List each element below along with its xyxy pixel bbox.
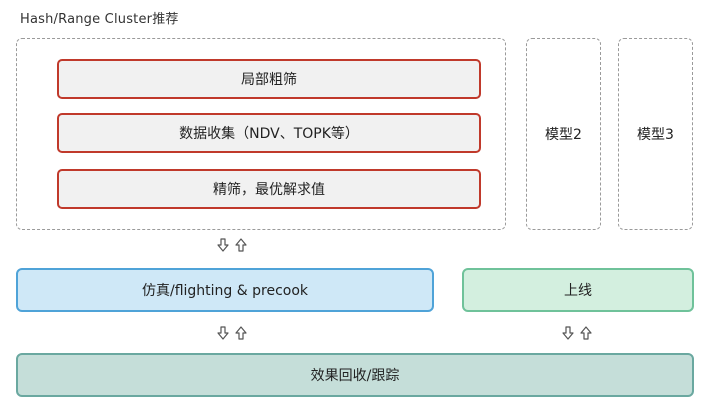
step-data-collection: 数据收集（NDV、TOPK等） bbox=[57, 113, 481, 153]
arrows-online-to-tracking bbox=[562, 326, 592, 340]
effect-tracking-box: 效果回收/跟踪 bbox=[16, 353, 694, 397]
simulation-flighting-box: 仿真/flighting & precook bbox=[16, 268, 434, 312]
arrow-down-outline-icon bbox=[217, 326, 229, 340]
online-deploy-box: 上线 bbox=[462, 268, 694, 312]
arrow-down-outline-icon bbox=[562, 326, 574, 340]
arrows-simulation-to-tracking bbox=[217, 326, 247, 340]
model-3-label: 模型3 bbox=[637, 127, 674, 143]
arrow-up-outline-icon bbox=[235, 326, 247, 340]
arrow-down-outline-icon bbox=[217, 238, 229, 252]
cluster-recommendation-group: 局部粗筛 数据收集（NDV、TOPK等） 精筛，最优解求值 bbox=[16, 38, 506, 230]
step-fine-filter-optimal: 精筛，最优解求值 bbox=[57, 169, 481, 209]
arrow-up-outline-icon bbox=[235, 238, 247, 252]
model-2-group: 模型2 bbox=[526, 38, 601, 230]
diagram-title: Hash/Range Cluster推荐 bbox=[20, 12, 179, 27]
model-3-group: 模型3 bbox=[618, 38, 693, 230]
arrow-up-outline-icon bbox=[580, 326, 592, 340]
arrows-cluster-to-simulation bbox=[217, 238, 247, 252]
step-local-coarse-filter: 局部粗筛 bbox=[57, 59, 481, 99]
model-2-label: 模型2 bbox=[545, 127, 582, 143]
